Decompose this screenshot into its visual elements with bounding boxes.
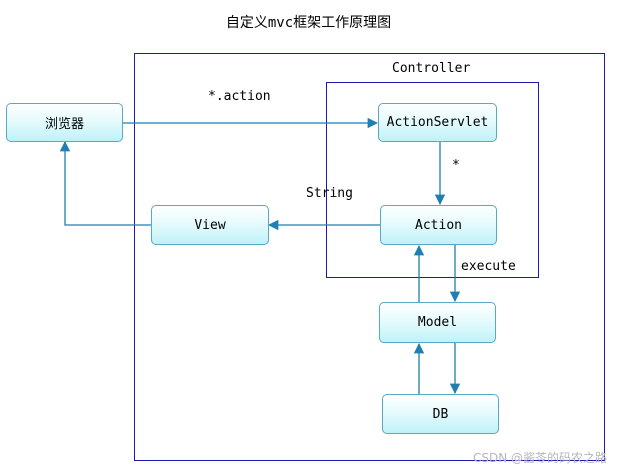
node-action-servlet: ActionServlet xyxy=(378,103,497,142)
edge-label-execute: execute xyxy=(461,259,516,274)
controller-label: Controller xyxy=(392,61,471,76)
node-browser: 浏览器 xyxy=(6,103,123,142)
node-view: View xyxy=(151,205,269,245)
controller-frame xyxy=(326,82,539,278)
edge-label-result: String xyxy=(306,186,353,201)
node-view-label: View xyxy=(194,217,226,233)
node-db-label: DB xyxy=(432,406,449,422)
diagram-title: 自定义mvc框架工作原理图 xyxy=(225,15,392,31)
node-db: DB xyxy=(382,394,499,434)
node-model-label: Model xyxy=(417,315,458,330)
node-action-label: Action xyxy=(415,217,462,233)
outer-system-frame xyxy=(134,53,605,461)
node-model: Model xyxy=(379,302,496,343)
node-action-servlet-label: ActionServlet xyxy=(386,115,489,130)
edge-label-request: *.action xyxy=(208,89,271,104)
edge-label-dispatch: * xyxy=(452,158,460,173)
node-browser-label: 浏览器 xyxy=(44,117,84,132)
watermark-text: CSDN @酱苓的码农之路 xyxy=(472,451,607,465)
node-action: Action xyxy=(380,205,497,245)
